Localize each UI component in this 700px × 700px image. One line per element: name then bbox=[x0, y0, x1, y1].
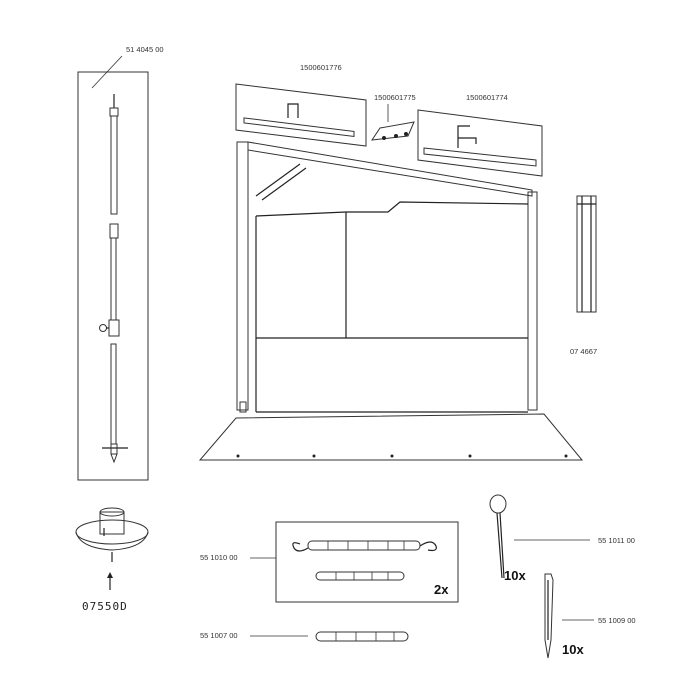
roof-panel-left-group: 1500601776 bbox=[235, 63, 367, 147]
connector-label: 1500601775 bbox=[374, 93, 416, 102]
roof-panel-right-group: 1500601774 bbox=[417, 93, 543, 177]
base-part-group: 07550D bbox=[75, 507, 149, 613]
pole-kit-label: 51 4045 00 bbox=[126, 45, 164, 54]
tent-frame bbox=[198, 141, 584, 461]
connector-group: 1500601775 bbox=[370, 93, 416, 141]
strap-kit-group: 55 1010 00 2x bbox=[200, 521, 459, 603]
strap-kit-label: 55 1010 00 bbox=[200, 553, 238, 562]
peg-qty: 10x bbox=[562, 642, 584, 657]
pole-kit-box bbox=[77, 71, 149, 481]
telescopic-pole bbox=[99, 94, 128, 464]
peg-loop-group: 10x 55 1011 00 bbox=[489, 494, 635, 583]
pole-kit-group: 51 4045 00 bbox=[77, 45, 164, 481]
strap-kit-qty: 2x bbox=[434, 582, 449, 597]
peg-loop-qty: 10x bbox=[504, 568, 526, 583]
pole-kit-leader bbox=[91, 55, 123, 89]
strap-kit-box bbox=[275, 521, 459, 603]
peg-group: 10x 55 1009 00 bbox=[544, 573, 636, 659]
side-pole-group: 07 4667 bbox=[570, 195, 597, 356]
roof-part-right-label: 1500601774 bbox=[466, 93, 508, 102]
single-strap-group: 55 1007 00 bbox=[200, 631, 409, 642]
base-part-label: 07550D bbox=[82, 600, 128, 613]
roof-part-left-label: 1500601776 bbox=[300, 63, 342, 72]
single-strap-label: 55 1007 00 bbox=[200, 631, 238, 640]
peg-label: 55 1009 00 bbox=[598, 616, 636, 625]
side-pole-label: 07 4667 bbox=[570, 347, 597, 356]
peg-loop-label: 55 1011 00 bbox=[598, 536, 635, 545]
